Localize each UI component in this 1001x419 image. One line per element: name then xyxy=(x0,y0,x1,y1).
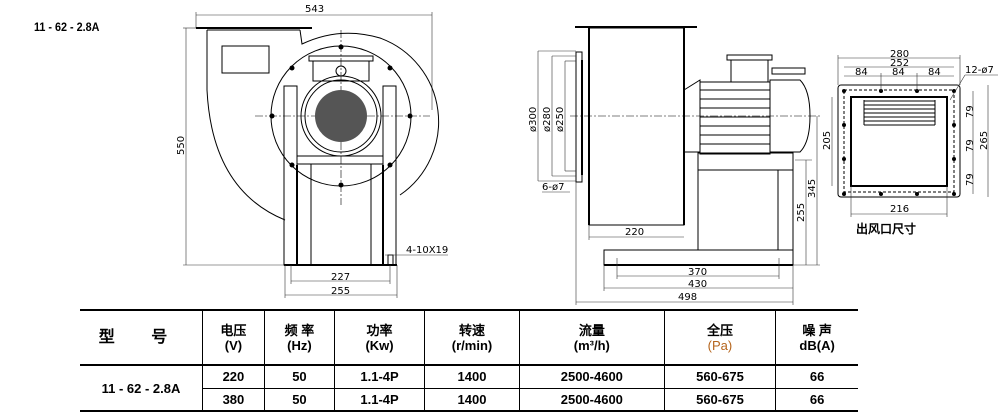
dim-543: 543 xyxy=(305,4,324,15)
header-label: 转速 xyxy=(459,322,486,338)
header-label: 流量 xyxy=(578,322,605,338)
dim-79-c: 79 xyxy=(965,173,976,186)
header-label: 频 率 xyxy=(284,322,315,338)
header-speed: 转速(r/min) xyxy=(424,310,520,365)
dim-227: 227 xyxy=(331,272,350,283)
dim-550: 550 xyxy=(176,136,187,155)
cell-power: 1.1-4P xyxy=(334,388,425,411)
model-title: 11 - 62 - 2.8A xyxy=(34,20,100,34)
cell-pressure: 560-675 xyxy=(663,365,776,388)
header-label: 噪 声 xyxy=(802,322,832,338)
dim-dia300: ø300 xyxy=(528,107,539,132)
cell-power: 1.1-4P xyxy=(334,365,425,388)
header-flow: 流量(m³/h) xyxy=(518,310,665,365)
cell-model: 11 - 62 - 2.8A xyxy=(80,365,203,412)
dim-216: 216 xyxy=(890,204,909,215)
dim-255: 255 xyxy=(331,286,350,297)
header-label: 全压 xyxy=(706,322,733,338)
dim-220: 220 xyxy=(625,227,644,238)
header-model: 型 号 xyxy=(98,329,184,346)
dim-498: 498 xyxy=(678,292,697,303)
header-unit: (V) xyxy=(224,337,243,353)
side-view: ø300 ø280 ø250 6-ø7 220 370 430 498 xyxy=(528,26,820,305)
header-unit: (Kw) xyxy=(365,337,394,353)
dim-84-a: 84 xyxy=(855,67,868,78)
header-unit: (r/min) xyxy=(451,337,493,353)
header-unit: dB(A) xyxy=(799,337,835,353)
note-4-10x19: 4-10X19 xyxy=(406,245,448,256)
table-row: 11 - 62 - 2.8A 220 50 1.1-4P 1400 2500-4… xyxy=(80,365,858,412)
dim-205: 205 xyxy=(822,131,833,150)
cell-frequency: 50 xyxy=(263,388,335,411)
header-unit: (Pa) xyxy=(707,337,733,353)
header-voltage: 电压(V) xyxy=(202,310,265,365)
cell-noise: 66 xyxy=(775,388,858,411)
table-row: 380 50 1.1-4P 1400 2500-4600 560-675 66 xyxy=(80,388,858,411)
dim-84-b: 84 xyxy=(892,67,905,78)
cell-speed: 1400 xyxy=(424,388,520,411)
dim-252: 252 xyxy=(890,58,909,69)
note-12-dia7: 12-ø7 xyxy=(965,65,994,76)
dim-430: 430 xyxy=(688,279,707,290)
dim-dia280: ø280 xyxy=(542,107,553,132)
dim-dia250: ø250 xyxy=(555,107,566,132)
cell-speed: 1400 xyxy=(424,365,520,388)
note-6-dia7: 6-ø7 xyxy=(542,182,564,193)
dim-79-b: 79 xyxy=(965,139,976,152)
cell-voltage: 380 xyxy=(202,388,265,411)
header-unit: (m³/h) xyxy=(573,337,610,353)
cell-flow: 2500-4600 xyxy=(518,365,665,388)
outlet-view: 280 252 84 84 84 12-ø7 205 79 79 79 265 … xyxy=(822,49,998,236)
cell-noise: 66 xyxy=(775,365,858,388)
header-unit: (Hz) xyxy=(287,337,312,353)
cell-voltage: 220 xyxy=(202,365,265,388)
dim-280: 280 xyxy=(890,49,909,60)
header-frequency: 频 率(Hz) xyxy=(263,310,335,365)
dim-79-a: 79 xyxy=(965,105,976,118)
header-label: 功率 xyxy=(366,322,393,338)
dim-255-height: 255 xyxy=(796,203,807,222)
front-view: 543 550 4-10X19 xyxy=(176,4,448,298)
header-label: 电压 xyxy=(220,322,247,338)
dim-345: 345 xyxy=(807,179,818,198)
dim-265: 265 xyxy=(979,131,990,150)
header-power: 功率(Kw) xyxy=(334,310,425,365)
cell-flow: 2500-4600 xyxy=(518,388,665,411)
technical-drawing: 543 550 4-10X19 xyxy=(176,4,998,305)
cell-pressure: 560-675 xyxy=(663,388,776,411)
spec-table: 型 号 电压(V) 频 率(Hz) 功率(Kw) 转速(r/min) 流量(m³… xyxy=(80,309,858,412)
cell-frequency: 50 xyxy=(263,365,335,388)
outlet-caption: 出风口尺寸 xyxy=(856,221,916,236)
header-pressure: 全压(Pa) xyxy=(663,310,776,365)
dim-370: 370 xyxy=(688,267,707,278)
table-header-row: 型 号 电压(V) 频 率(Hz) 功率(Kw) 转速(r/min) 流量(m³… xyxy=(80,310,858,365)
dim-84-c: 84 xyxy=(928,67,941,78)
